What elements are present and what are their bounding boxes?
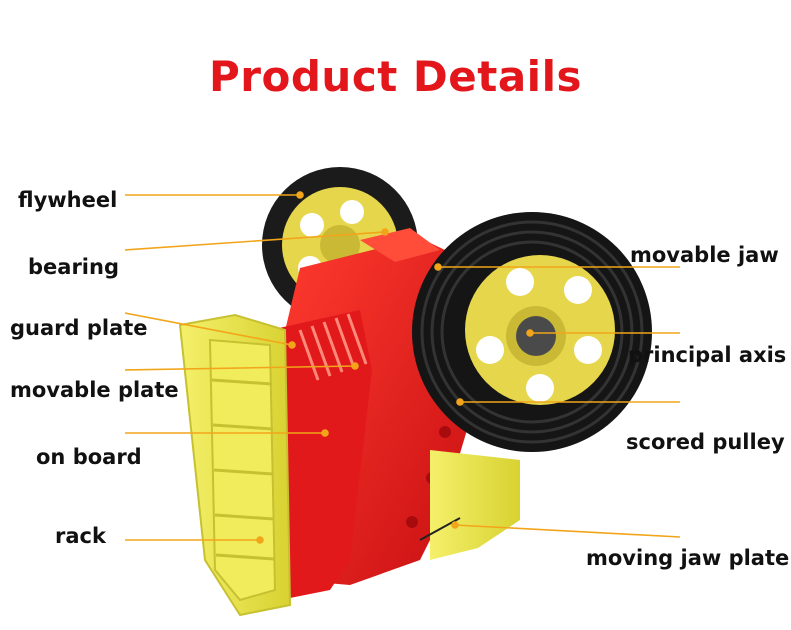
- label-guard-plate: guard plate: [10, 316, 148, 340]
- label-on-board: on board: [36, 445, 142, 469]
- label-principal-axis: principal axis: [628, 343, 787, 367]
- rack-board: [178, 313, 292, 617]
- label-scored-pulley: scored pulley: [626, 430, 785, 454]
- base-plate: [419, 450, 520, 560]
- label-bearing: bearing: [28, 255, 119, 279]
- label-movable-jaw: movable jaw: [630, 243, 779, 267]
- page-title: Product Details: [209, 52, 582, 101]
- leader-lines: [124, 191, 681, 544]
- label-rack: rack: [55, 524, 106, 548]
- label-movable-plate: movable plate: [10, 378, 179, 402]
- label-moving-jaw-plate: moving jaw plate: [586, 546, 790, 570]
- label-flywheel: flywheel: [18, 188, 118, 212]
